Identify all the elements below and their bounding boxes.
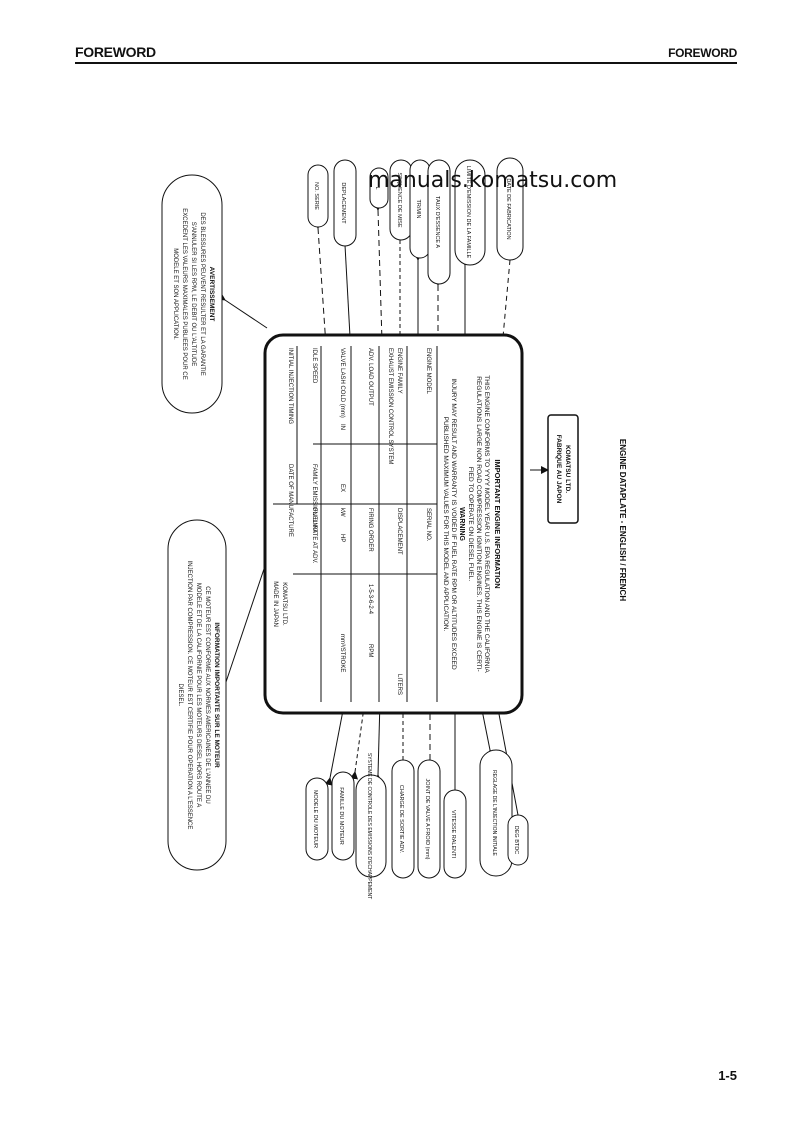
header-rule [75, 62, 737, 64]
plate-line: REGULATIONS LARGE NON ROAD COMPRESSION I… [475, 376, 482, 671]
svg-text:TAUX D'ESSENCE A: TAUX D'ESSENCE A [434, 196, 440, 248]
plate-field: INITIAL INJECTION TIMING [287, 348, 293, 424]
plate-warning-line: INJURY MAY RESULT AND WARRANTY IS VOIDED… [450, 378, 457, 670]
svg-text:KOMATSU LTD.: KOMATSU LTD. [564, 445, 571, 493]
svg-text:TR/MIN: TR/MIN [415, 200, 421, 219]
svg-text:L: L [374, 186, 380, 189]
page-number: 1-5 [718, 1068, 737, 1083]
bottom-label-pills: MODELE DU MOTEUR FAMILLE DU MOTEUR SYSTE… [305, 749, 529, 899]
svg-text:VITESSE RALENTI: VITESSE RALENTI [450, 810, 456, 858]
header-title-left: FOREWORD [75, 44, 156, 60]
plate-field: kW [339, 508, 345, 517]
plate-field: EXHAUST EMISSION CONTROL SYSTEM [387, 348, 393, 464]
nameplate: KOMATSU LTD. FABRIQUE AU JAPON [547, 414, 579, 524]
plate-title: IMPORTANT ENGINE INFORMATION [493, 459, 502, 588]
plate-value: mm³/STROKE [339, 634, 345, 672]
plate-field: FAMILY EMISSION LIMIT [311, 464, 317, 533]
plate-field: ADV. LOAD OUTPUT [367, 348, 373, 406]
svg-text:DIESEL.: DIESEL. [177, 683, 183, 706]
plate-value: EX [339, 484, 345, 492]
svg-text:FABRIQUE AU JAPON: FABRIQUE AU JAPON [555, 435, 562, 504]
plate-maker: MADE IN JAPAN [272, 581, 278, 627]
svg-text:DES BLESSURES PEUVENT RESULTER: DES BLESSURES PEUVENT RESULTER ET LA GAR… [199, 212, 205, 375]
plate-value: LITERS [396, 674, 402, 695]
plate-warning-line: PUBLISHED MAXIMUM VALUES FOR THIS MODEL … [442, 417, 449, 632]
svg-text:NO. SERIE: NO. SERIE [313, 182, 319, 210]
plate-field: ENGINE FAMILY [396, 348, 402, 394]
plate-field: DISPLACEMENT [396, 508, 402, 555]
plate-warning-title: WARNING [458, 507, 465, 541]
svg-text:MODELE ET DE LA CALIFORNIE POU: MODELE ET DE LA CALIFORNIE POUR LES MOTE… [195, 583, 201, 807]
svg-text:FAMILLE DU MOTEUR: FAMILLE DU MOTEUR [338, 787, 344, 844]
svg-text:INFORMATION IMPORTANTE SUR LE: INFORMATION IMPORTANTE SUR LE MOTEUR [213, 622, 220, 768]
plate-field: DATE OF MANUFACTURE [287, 464, 293, 537]
svg-text:MODELE ET SON APPLICATION.: MODELE ET SON APPLICATION. [172, 248, 178, 340]
svg-text:SYSTEME DE CONTROLE DES EMISSI: SYSTEME DE CONTROLE DES EMISSIONS D'ECHA… [366, 753, 372, 899]
french-info-callout: INFORMATION IMPORTANTE SUR LE MOTEUR CE … [167, 519, 227, 871]
top-label-pills: NO. SERIE DEPLACEMENT L SEQUENCE DE MISE… [307, 157, 524, 285]
plate-field: IDLE SPEED [311, 348, 317, 384]
watermark: manuals.komatsu.com [368, 168, 618, 193]
svg-text:CE MOTEUR EST CONFORME AUX NOR: CE MOTEUR EST CONFORME AUX NORMES AMERIC… [204, 586, 210, 803]
plate-line: THIS ENGINE CONFORMS TO YYYY MODEL YEAR … [483, 375, 490, 673]
plate-field: SERIAL NO. [425, 508, 431, 542]
plate-line: FIED TO OPERATE ON DIESEL FUEL. [467, 467, 474, 581]
svg-text:MODELE DU MOTEUR: MODELE DU MOTEUR [312, 790, 318, 848]
header-title-right: FOREWORD [668, 46, 737, 60]
svg-text:LIMITE D'EMISSION DE LA FAMILL: LIMITE D'EMISSION DE LA FAMILLE [465, 166, 471, 259]
svg-text:AVERTISSEMENT: AVERTISSEMENT [208, 267, 215, 322]
svg-text:INJECTION PAR COMPRESSION. CE: INJECTION PAR COMPRESSION. CE MOTEUR EST… [186, 561, 192, 830]
svg-text:S'ANNULER SI LES RPM, LE DEBIT: S'ANNULER SI LES RPM, LE DEBIT OU L'ALTI… [190, 222, 196, 366]
svg-text:CHARGE DE SORTIE ADV.: CHARGE DE SORTIE ADV. [398, 785, 404, 854]
svg-text:DATE DE FABRICATION: DATE DE FABRICATION [505, 178, 511, 239]
engine-plate: IMPORTANT ENGINE INFORMATION THIS ENGINE… [263, 333, 524, 715]
plate-maker: KOMATSU LTD. [281, 582, 287, 626]
french-warning-callout: AVERTISSEMENT DES BLESSURES PEUVENT RESU… [161, 174, 223, 414]
svg-text:EXCEDENT LES VALEURS MAXIMALES: EXCEDENT LES VALEURS MAXIMALES PUBLIEES … [181, 208, 187, 380]
figure-caption: ENGINE DATAPLATE - ENGLISH / FRENCH [618, 439, 627, 601]
plate-value: RPM [367, 644, 373, 657]
plate-field: FIRING ORDER [367, 508, 373, 552]
plate-field: FUEL RATE AT ADV. [311, 508, 317, 564]
svg-text:JOINT DE VALVE A FROID (mm): JOINT DE VALVE A FROID (mm) [424, 779, 430, 860]
plate-value: IN [339, 424, 345, 430]
svg-text:SEQUENCE DE MISE: SEQUENCE DE MISE [396, 172, 402, 227]
plate-value: 1-5-3-6-2-4 [367, 584, 373, 615]
svg-text:REGLAGE DE L'INJECTION INITIAL: REGLAGE DE L'INJECTION INITIALE [491, 770, 497, 856]
plate-value: HP [339, 534, 345, 542]
svg-text:DEG BTDC: DEG BTDC [513, 826, 519, 854]
plate-field: ENGINE MODEL [425, 348, 431, 395]
svg-text:DEPLACEMENT: DEPLACEMENT [340, 182, 346, 224]
plate-field: VALVE LASH COLD (mm) [339, 348, 345, 418]
